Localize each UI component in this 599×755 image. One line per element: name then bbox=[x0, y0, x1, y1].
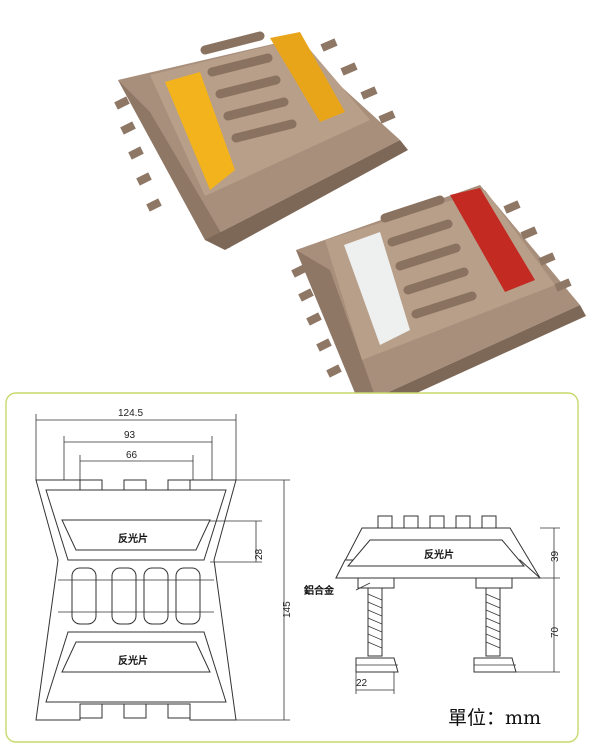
reflector-white bbox=[344, 232, 410, 345]
dim-middle-width: 93 bbox=[124, 430, 136, 441]
dim-body-height: 39 bbox=[550, 550, 561, 562]
unit-label: 單位：mm bbox=[448, 707, 541, 729]
plan-view: 124.5 93 66 反光片 反光片 28 bbox=[35, 408, 293, 721]
side-view: 反光片 鋁合金 39 70 22 bbox=[303, 515, 561, 694]
reflector-label-bottom: 反光片 bbox=[118, 654, 148, 667]
reflector-label-top: 反光片 bbox=[118, 532, 148, 545]
reflector-yellow-right bbox=[270, 32, 345, 122]
dim-nut-width: 22 bbox=[356, 678, 368, 689]
reflector-label-side: 反光片 bbox=[424, 548, 454, 561]
dim-overall-length: 145 bbox=[282, 601, 293, 618]
dim-bolt-length: 70 bbox=[550, 626, 561, 638]
road-stud-photo-white-red bbox=[291, 185, 586, 412]
material-label: 鋁合金 bbox=[303, 584, 335, 597]
dim-reflector-height: 28 bbox=[254, 548, 265, 560]
dim-inner-width: 66 bbox=[126, 450, 138, 461]
reflector-yellow-left bbox=[165, 72, 235, 190]
road-stud-photo-yellow bbox=[114, 31, 408, 250]
dim-overall-width: 124.5 bbox=[118, 408, 143, 419]
reflector-red bbox=[450, 188, 535, 292]
